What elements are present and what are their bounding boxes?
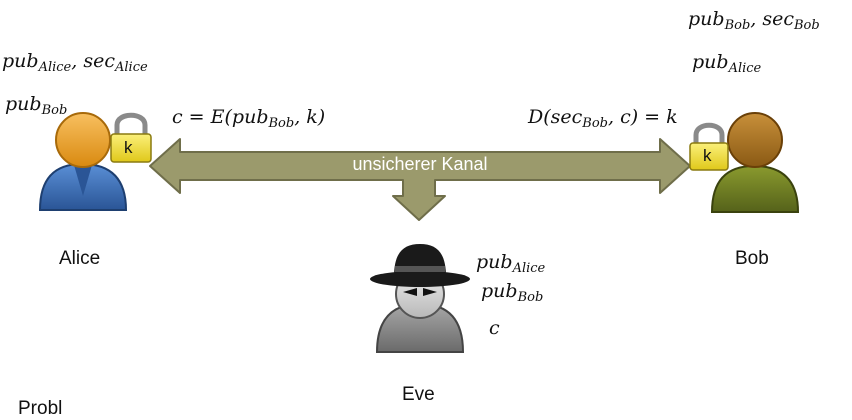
alice-person-icon xyxy=(38,112,128,211)
eve-known-line3: c xyxy=(489,317,500,339)
alice-lock-icon xyxy=(110,112,152,163)
partial-bottom-text: Probl xyxy=(18,398,63,419)
bob-keys-line2: pubAlice xyxy=(692,51,762,76)
eve-name: Eve xyxy=(402,384,435,405)
bob-keys-line1: pubBob, secBob xyxy=(688,8,820,33)
channel-label: unsicherer Kanal xyxy=(352,154,488,174)
alice-lock-letter: k xyxy=(124,138,133,157)
bob-person-icon xyxy=(710,112,800,213)
diagram-canvas xyxy=(38,112,800,353)
eve-known-line2: pubBob xyxy=(481,280,544,305)
bob-lock-letter: k xyxy=(703,146,712,165)
alice-keys-line1: pubAlice, secAlice xyxy=(2,50,148,75)
bob-name: Bob xyxy=(735,248,769,269)
eve-known-line1: pubAlice xyxy=(476,251,546,276)
bob-lock-icon xyxy=(689,122,729,171)
encrypt-formula: c = E(pubBob, k) xyxy=(172,106,326,131)
insecure-channel-arrow xyxy=(149,138,691,221)
alice-keys-line2: pubBob xyxy=(5,93,68,118)
alice-name: Alice xyxy=(59,248,101,269)
eve-spy-icon xyxy=(370,244,470,353)
decrypt-formula: D(secBob, c) = k xyxy=(528,106,678,131)
